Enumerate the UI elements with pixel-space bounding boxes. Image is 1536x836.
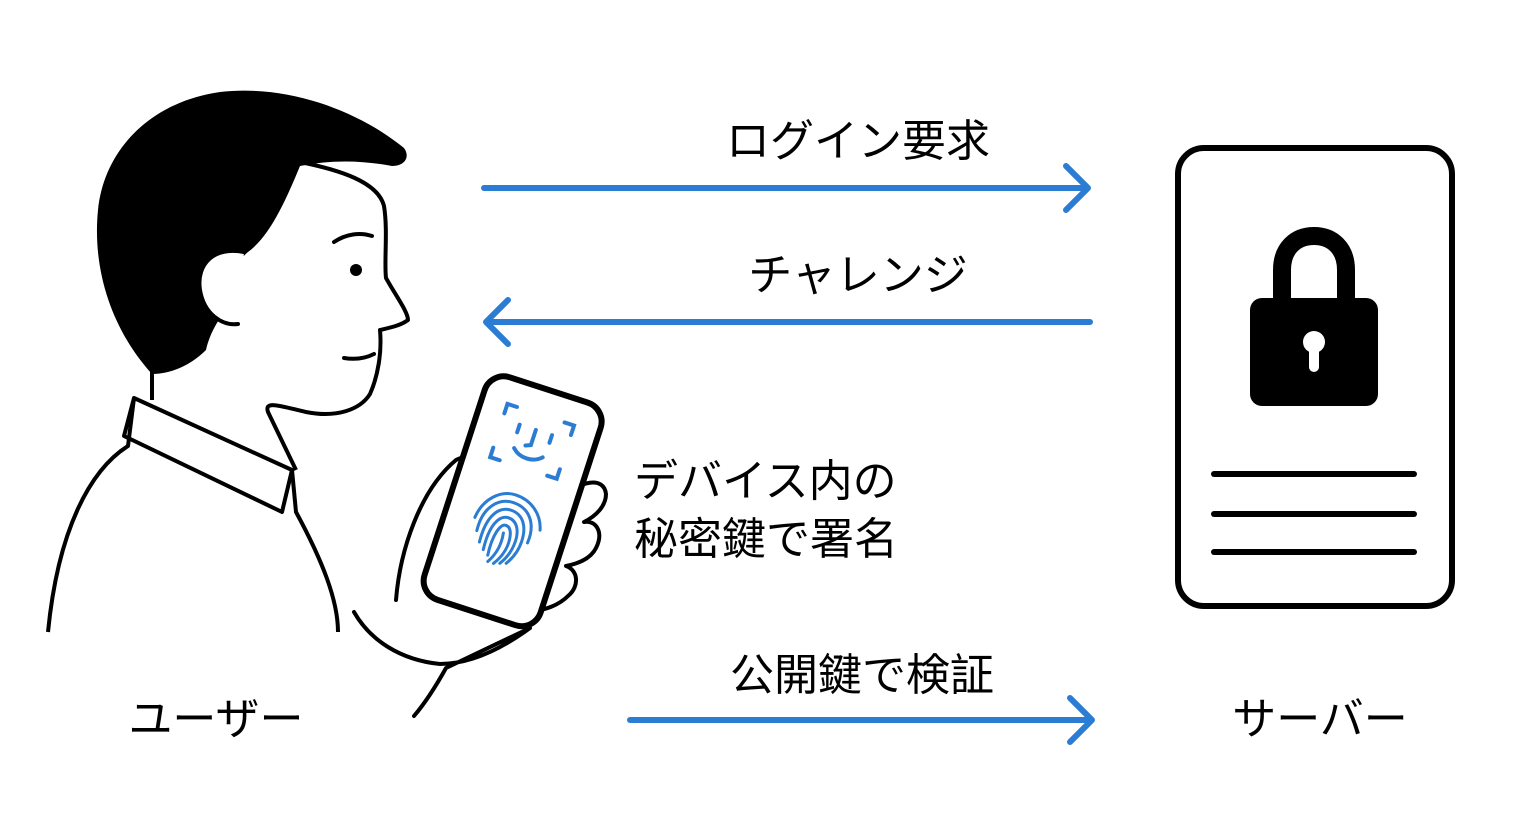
user-label: ユーザー (128, 694, 303, 745)
user-face (265, 160, 410, 416)
arrow-verify (627, 695, 1095, 745)
user-eye (350, 264, 362, 276)
user-eyebrow (332, 232, 374, 244)
face-id-icon (487, 401, 577, 482)
device-sign-line1: デバイス内の (634, 456, 897, 507)
server-illustration (1175, 145, 1455, 609)
user-ear (197, 248, 246, 327)
login-request-label: ログイン要求 (726, 116, 990, 167)
verify-label: 公開鍵で検証 (730, 650, 994, 701)
arrow-challenge (483, 297, 1093, 347)
server-text-lines (1211, 471, 1417, 555)
user-mouth (342, 352, 376, 361)
challenge-label: チャレンジ (748, 250, 968, 301)
phone-device (420, 373, 605, 630)
user-hair (96, 90, 407, 375)
arrow-login-request (481, 163, 1091, 213)
user-shirt (46, 396, 340, 633)
server-label: サーバー (1232, 694, 1408, 745)
padlock-icon (1250, 226, 1378, 406)
fingerprint-icon (473, 492, 542, 565)
user-collar (122, 397, 294, 514)
user-arm (352, 610, 532, 718)
device-sign-line2: 秘密鍵で署名 (634, 514, 898, 565)
